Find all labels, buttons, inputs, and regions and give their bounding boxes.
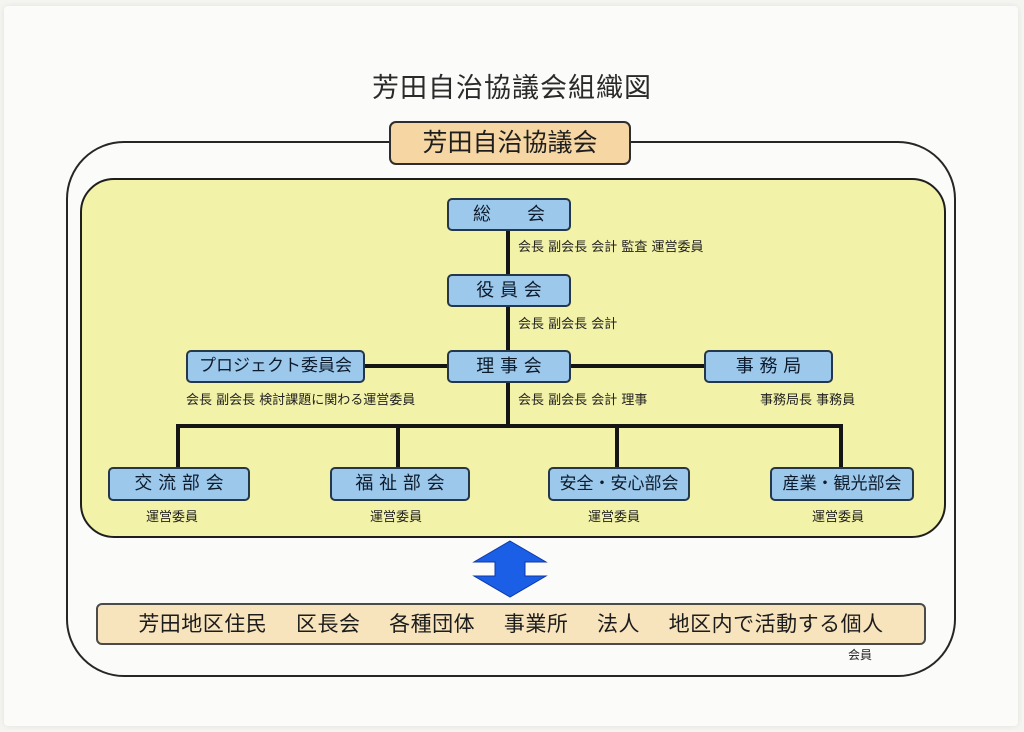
connector-dept-1 <box>176 424 180 468</box>
general-assembly-box: 総 会 <box>447 198 571 231</box>
department-box: 交 流 部 会 <box>108 467 250 501</box>
connector-dept-2 <box>396 424 400 468</box>
officers-box: 役 員 会 <box>447 274 571 307</box>
general-assembly-members: 会長 副会長 会計 監査 運営委員 <box>518 240 704 255</box>
connector-dept-3 <box>615 424 619 468</box>
residents-bar: 芳田地区住民 区長会 各種団体 事業所 法人 地区内で活動する個人 <box>96 603 926 645</box>
department-box: 福 祉 部 会 <box>330 467 470 501</box>
secretariat-members: 事務局長 事務員 <box>760 393 856 408</box>
secretariat-box: 事 務 局 <box>704 350 833 383</box>
chart-title: 芳田自治協議会組織図 <box>372 73 652 104</box>
members-note: 会員 <box>848 648 873 662</box>
project-committee-box: プロジェクト委員会 <box>186 350 365 383</box>
department-box: 産業・観光部会 <box>770 467 914 501</box>
project-committee-members: 会長 副会長 検討課題に関わる運営委員 <box>186 393 416 408</box>
connector-assembly-officers <box>506 229 510 275</box>
department-members: 運営委員 <box>370 510 423 525</box>
double-headed-arrow-icon <box>472 540 548 598</box>
connector-board-departments <box>506 381 510 427</box>
connector-dept-4 <box>839 424 843 468</box>
connector-project-board <box>362 364 448 368</box>
department-members: 運営委員 <box>588 510 641 525</box>
department-members: 運営委員 <box>146 510 199 525</box>
board-members: 会長 副会長 会計 理事 <box>518 393 648 408</box>
department-bus <box>176 424 843 428</box>
connector-board-secretariat <box>568 364 704 368</box>
connector-officers-board <box>506 305 510 351</box>
board-box: 理 事 会 <box>447 350 571 383</box>
organization-label: 芳田自治協議会 <box>389 121 631 165</box>
department-box: 安全・安心部会 <box>548 467 690 501</box>
department-members: 運営委員 <box>812 510 865 525</box>
officers-members: 会長 副会長 会計 <box>518 317 618 332</box>
